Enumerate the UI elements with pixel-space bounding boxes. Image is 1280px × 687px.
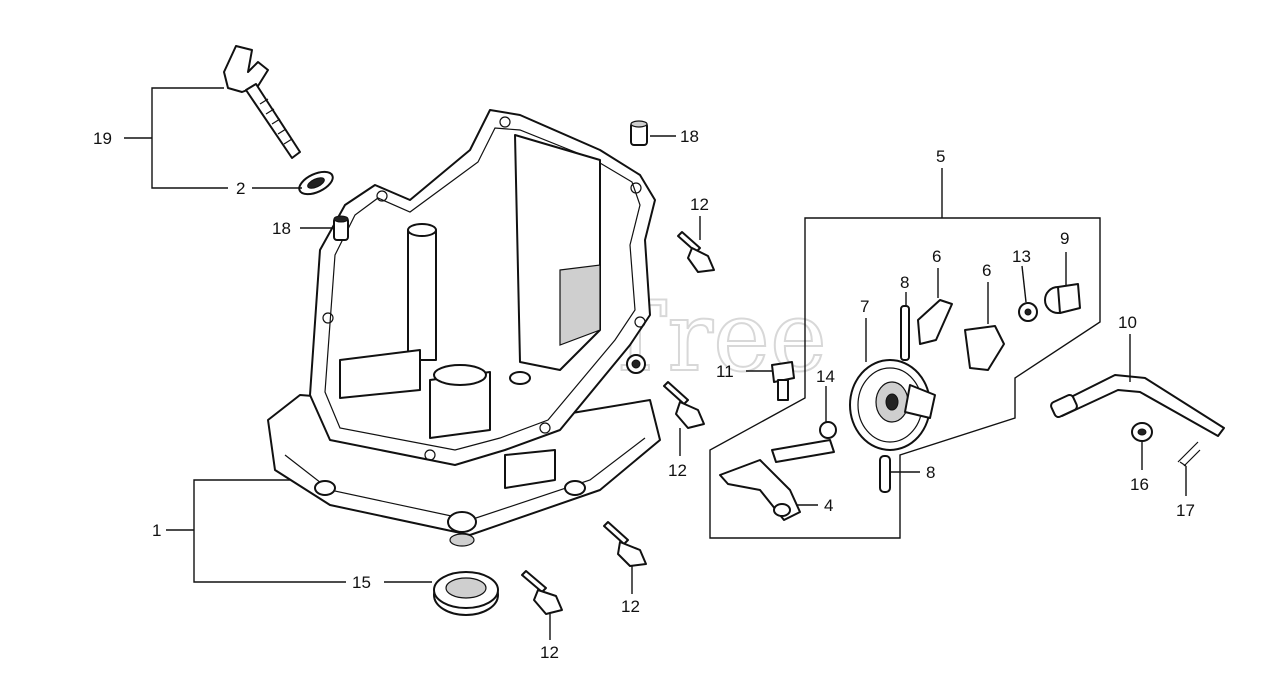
bolt-lower-left[interactable] [521,570,563,615]
callout-17: 17 [1176,501,1195,520]
callout-2: 2 [236,179,245,198]
callout-12-upper: 12 [690,195,709,214]
callout-6-left: 6 [932,247,941,266]
clip-17[interactable] [1177,441,1201,467]
dowel-pin-lower[interactable] [333,215,349,241]
callout-6-right: 6 [982,261,991,280]
callout-13: 13 [1012,247,1031,266]
washer-13[interactable] [1018,302,1038,322]
callout-4: 4 [824,496,833,515]
governor-shaft[interactable] [1050,374,1225,437]
callout-5: 5 [936,147,945,166]
callout-12-lower-left: 12 [540,643,559,662]
callout-8-upper: 8 [900,273,909,292]
callout-11: 11 [716,362,734,381]
oil-seal[interactable] [433,571,499,616]
o-ring[interactable] [296,167,336,199]
holder-9[interactable] [1044,283,1081,314]
washer-16[interactable] [1131,422,1153,442]
callout-15: 15 [352,573,371,592]
callout-14: 14 [816,367,835,386]
callout-9: 9 [1060,229,1069,248]
callout-12-middle: 12 [668,461,687,480]
callout-19: 19 [93,129,112,148]
crankcase-cover[interactable] [267,109,661,547]
governor-weight-b[interactable] [964,325,1005,371]
callout-18-upper: 18 [680,127,699,146]
oil-dipstick[interactable] [223,45,301,159]
callout-12-lower-right: 12 [621,597,640,616]
callout-labels: 19 2 18 18 12 12 12 12 1 15 5 6 6 7 8 8 … [93,127,1195,662]
pin-upper[interactable] [900,305,910,361]
callout-10: 10 [1118,313,1137,332]
bolt-middle[interactable] [663,381,705,429]
governor-gear[interactable] [849,359,936,451]
flange-bolt-11[interactable] [771,361,795,401]
governor-group-frame [709,217,1101,539]
callout-16: 16 [1130,475,1149,494]
governor-arm-4[interactable] [719,439,835,521]
pin-lower[interactable] [879,455,891,493]
callout-7: 7 [860,297,869,316]
governor-weight-a[interactable] [917,299,953,345]
clip-14[interactable] [819,421,837,439]
leader-lines [124,87,1187,640]
dowel-pin-upper[interactable] [630,120,648,146]
callout-8-lower: 8 [926,463,935,482]
callout-1: 1 [152,521,161,540]
bolt-lower-right[interactable] [603,521,647,567]
callout-18-lower: 18 [272,219,291,238]
bolt-upper[interactable] [677,231,715,273]
